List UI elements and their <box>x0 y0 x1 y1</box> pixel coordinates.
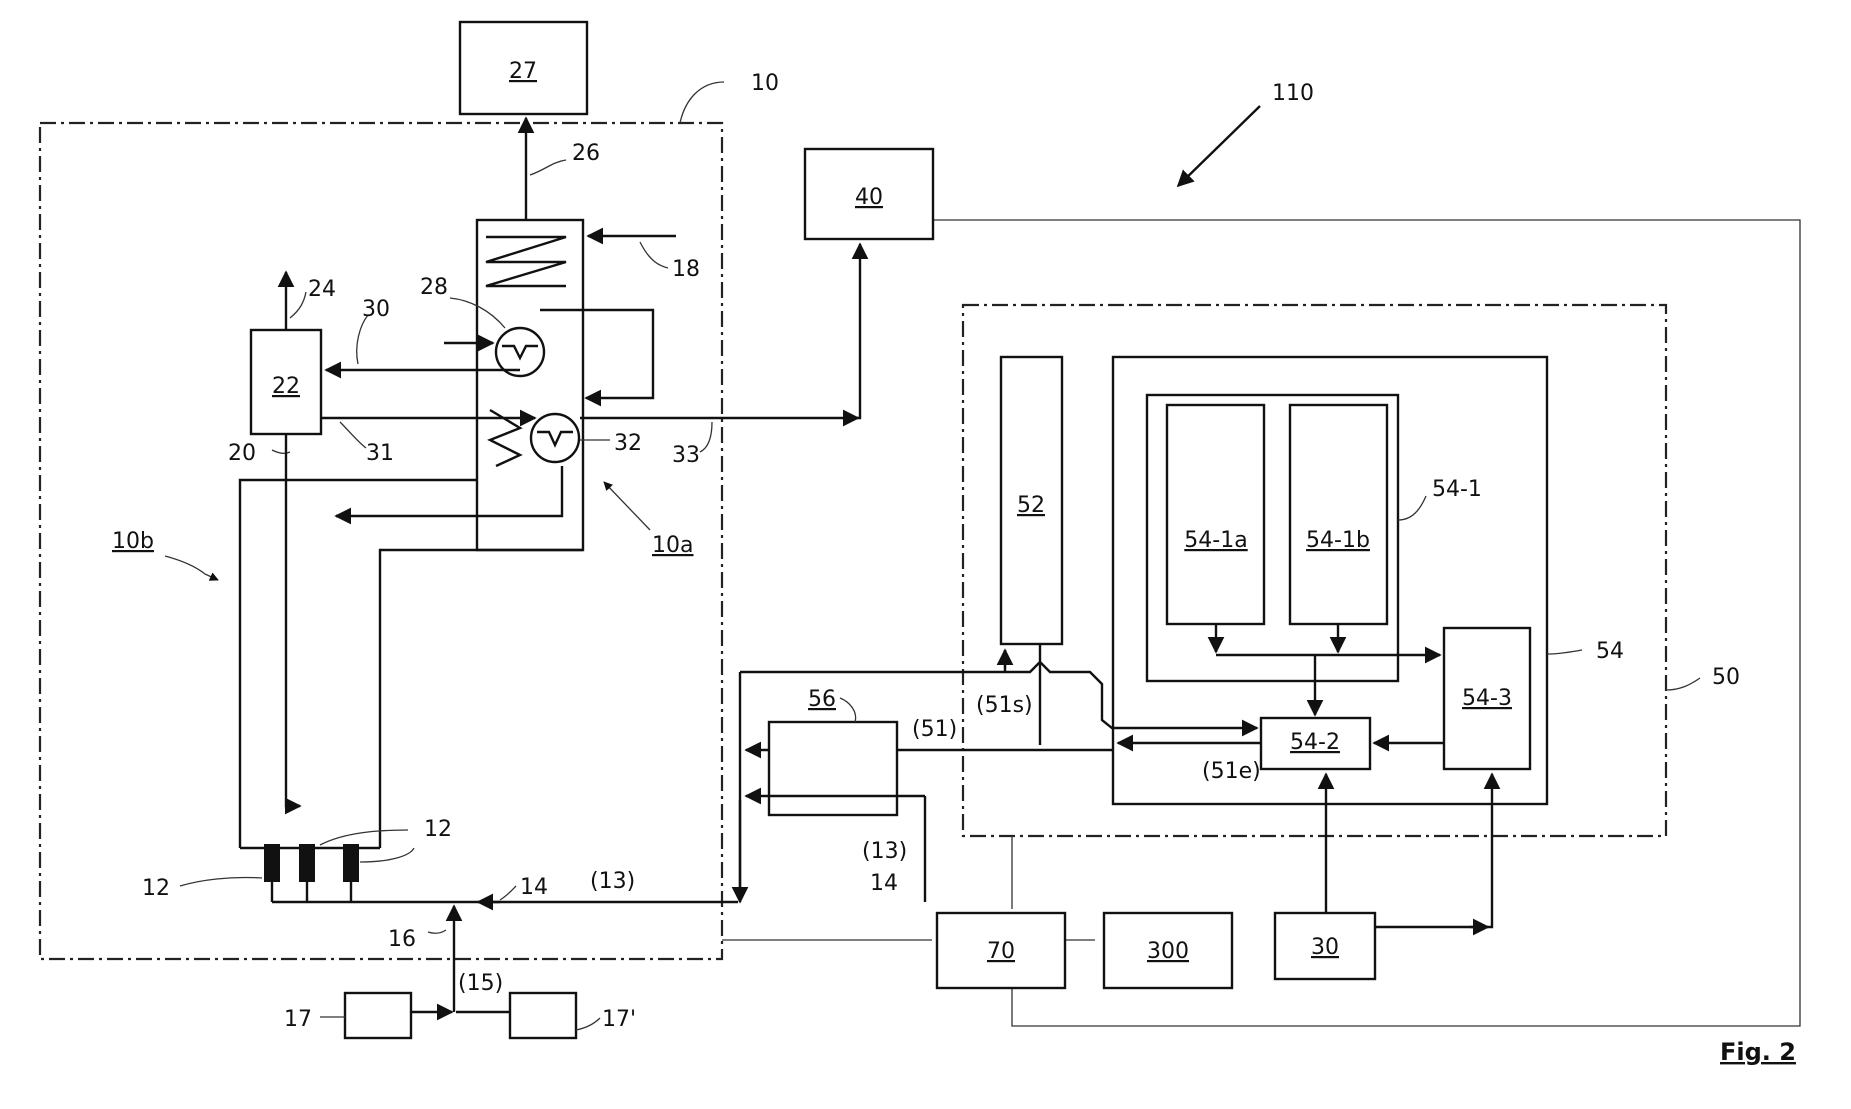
leader-24 <box>290 292 306 318</box>
box-56 <box>769 722 897 815</box>
leader-33 <box>700 422 712 452</box>
leader-12-right-2 <box>360 848 414 862</box>
leader-16 <box>428 930 446 933</box>
heat-exchanger-32 <box>531 414 579 462</box>
box-70-label: 70 <box>987 939 1015 964</box>
label-20: 20 <box>228 441 256 466</box>
label-32: 32 <box>614 431 642 456</box>
box-40-label: 40 <box>855 185 883 210</box>
label-54-1: 54-1 <box>1432 477 1482 502</box>
stack-outer-pipe <box>240 480 477 848</box>
box-22-label: 22 <box>272 374 300 399</box>
leader-10b-arrow <box>205 574 218 580</box>
box-54-3-label: 54-3 <box>1462 686 1512 711</box>
label-56: 56 <box>808 687 836 712</box>
fuel-cell-2 <box>300 845 314 881</box>
leader-10 <box>680 82 724 123</box>
label-31: 31 <box>366 441 394 466</box>
label-15: (15) <box>458 971 503 996</box>
box-17 <box>345 993 411 1038</box>
fuel-cell-3 <box>344 845 358 881</box>
label-30: 30 <box>362 297 390 322</box>
leader-54 <box>1547 650 1582 654</box>
label-54: 54 <box>1596 639 1624 664</box>
label-13-left: (13) <box>590 869 635 894</box>
box-54-2-label: 54-2 <box>1290 730 1340 755</box>
leader-14-left <box>500 886 516 900</box>
stack-down-pipe <box>286 434 300 806</box>
label-51e: (51e) <box>1202 759 1261 784</box>
leader-20 <box>272 450 290 453</box>
heat-exchanger-column <box>477 220 583 550</box>
flow-33 <box>580 244 860 418</box>
label-51: (51) <box>912 717 957 742</box>
box-17-prime <box>510 993 576 1038</box>
leader-12-left <box>180 877 262 886</box>
leader-31 <box>340 422 366 448</box>
box-27-label: 27 <box>509 59 537 84</box>
stack-inner-pipe <box>380 550 583 848</box>
box-300-label: 300 <box>1147 939 1189 964</box>
leader-17p <box>576 1018 600 1030</box>
label-14-right: 14 <box>870 871 898 896</box>
leader-10b <box>165 556 205 574</box>
label-13-right: (13) <box>862 839 907 864</box>
fuel-cell-1 <box>265 845 279 881</box>
label-24: 24 <box>308 277 336 302</box>
label-17-prime: 17' <box>602 1007 636 1032</box>
label-28: 28 <box>420 275 448 300</box>
label-10a: 10a <box>652 533 693 558</box>
label-16: 16 <box>388 927 416 952</box>
label-50: 50 <box>1712 665 1740 690</box>
leader-26 <box>530 160 566 175</box>
box-54-1a <box>1167 405 1264 624</box>
leader-18 <box>640 242 668 268</box>
leader-30 <box>357 315 368 364</box>
label-33: 33 <box>672 443 700 468</box>
label-10b: 10b <box>112 529 154 554</box>
leader-12-right <box>320 830 408 845</box>
label-110: 110 <box>1272 81 1314 106</box>
box-54-1b-label: 54-1b <box>1306 528 1370 553</box>
leader-50 <box>1666 678 1700 690</box>
box-30-label: 30 <box>1311 935 1339 960</box>
label-10: 10 <box>751 71 779 96</box>
label-14-left: 14 <box>520 875 548 900</box>
figure-label: Fig. 2 <box>1720 1038 1796 1066</box>
arrow-110 <box>1178 106 1260 186</box>
box-52-label: 52 <box>1017 493 1045 518</box>
leader-56 <box>840 698 856 722</box>
label-17: 17 <box>284 1007 312 1032</box>
label-18: 18 <box>672 257 700 282</box>
box-54-1b <box>1290 405 1387 624</box>
label-12-left: 12 <box>142 876 170 901</box>
leader-10a-arrow <box>604 482 650 530</box>
label-12-right: 12 <box>424 817 452 842</box>
label-26: 26 <box>572 141 600 166</box>
box-54-1a-label: 54-1a <box>1184 528 1247 553</box>
label-51s: (51s) <box>976 693 1033 718</box>
